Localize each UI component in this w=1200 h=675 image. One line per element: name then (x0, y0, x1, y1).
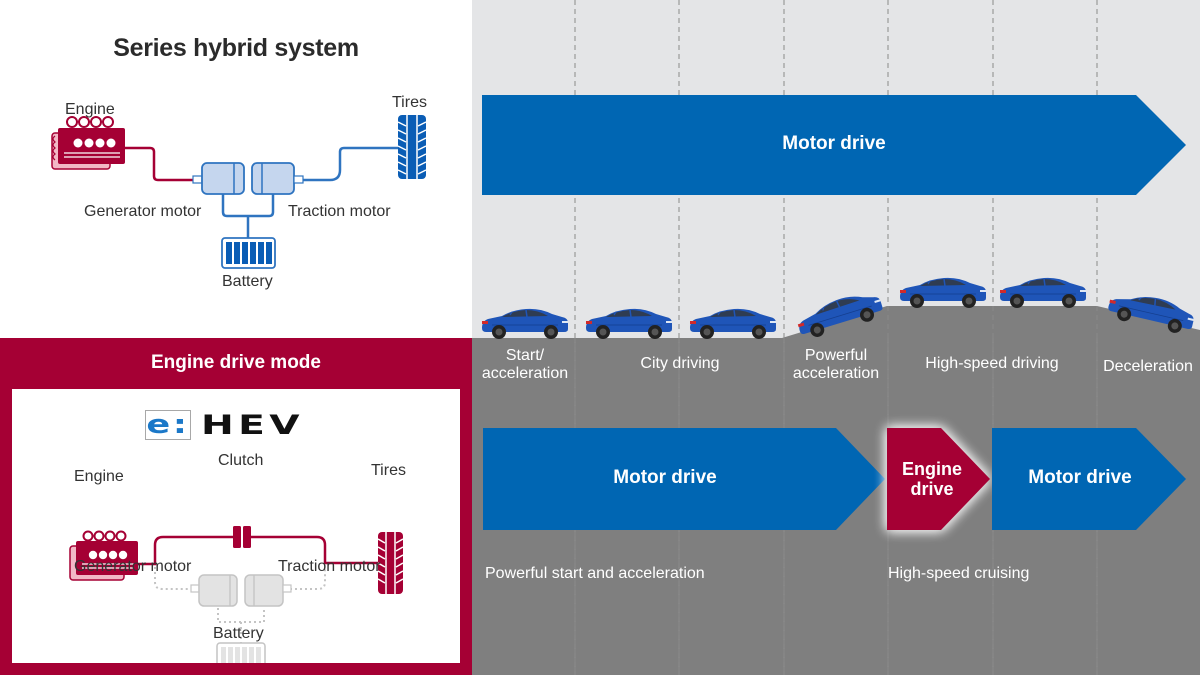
stage-label-line: Powerful (804, 347, 868, 364)
engine-drive-label: Engine drive (883, 459, 981, 499)
engine-drive-label-line: drive (910, 479, 954, 499)
traction-motor-icon (244, 574, 284, 607)
tires-label: Tires (371, 462, 406, 479)
driving-scenes-panel: Motor drive Start/ acceleration City dri… (472, 0, 1200, 675)
engine-label: Engine (65, 101, 115, 118)
stage-label-city-driving: City driving (640, 355, 720, 372)
engine-label: Engine (74, 468, 124, 485)
tire-icon (377, 532, 404, 594)
battery-icon (221, 237, 276, 269)
generator-motor-icon (198, 574, 238, 607)
bottom-motor-drive-label-1: Motor drive (613, 467, 717, 488)
traction-shaft (303, 146, 398, 182)
driving-scenes-graphic (472, 0, 1200, 675)
traction-motor-icon (251, 162, 295, 195)
note-powerful-start: Powerful start and acceleration (485, 565, 705, 582)
traction-motor-label: Traction motor (288, 203, 391, 220)
traction-motor-label: Traction motor (278, 558, 381, 575)
stage-label-line: acceleration (792, 365, 880, 382)
generator-motor-label: Generator motor (84, 203, 202, 220)
series-hybrid-title: Series hybrid system (113, 34, 359, 62)
note-high-speed-cruising: High-speed cruising (888, 565, 1030, 582)
clutch-label: Clutch (218, 452, 264, 469)
ehev-logo-hev: HEV (201, 409, 304, 441)
engine-shaft (125, 146, 193, 182)
series-hybrid-panel: Series hybrid system (0, 0, 472, 338)
stage-label-line: Start/ (505, 347, 545, 364)
ehev-logo-e: e: (146, 410, 190, 440)
generator-motor-label: Generator motor (74, 558, 192, 575)
tires-label: Tires (392, 94, 427, 111)
battery-label: Battery (222, 273, 273, 290)
clutch-icon (233, 526, 251, 548)
series-hybrid-diagram (51, 115, 427, 269)
bottom-motor-drive-arrow-2 (992, 428, 1186, 530)
engine-drive-mode-panel: Engine drive mode e: HEV (0, 338, 472, 675)
stage-label-deceleration: Deceleration (1103, 358, 1193, 375)
battery-label: Battery (213, 625, 264, 642)
engine-drive-label-line: Engine (901, 459, 962, 479)
engine-drive-mode-title: Engine drive mode (151, 352, 321, 373)
stage-label-line: acceleration (481, 365, 569, 382)
bottom-motor-drive-label-2: Motor drive (1028, 467, 1132, 488)
tire-icon (397, 115, 427, 179)
top-motor-drive-label: Motor drive (782, 133, 886, 154)
ehev-logo-e-box: e: (145, 410, 192, 440)
stage-label-start-acceleration: Start/ acceleration (472, 347, 578, 383)
top-motor-drive-arrow (482, 95, 1186, 195)
generator-motor-icon (201, 162, 245, 195)
engine-icon (51, 116, 125, 170)
engine-icon (69, 530, 138, 581)
bottom-motor-drive-arrow-1 (483, 428, 885, 530)
battery-icon (216, 642, 266, 663)
engine-drive-mode-diagram-box: e: HEV (12, 389, 460, 663)
engine-drive-arrow (887, 428, 990, 530)
stage-label-powerful-acceleration: Powerful acceleration (784, 347, 888, 383)
engine-drive-diagram (69, 526, 404, 663)
stage-label-high-speed-driving: High-speed driving (925, 355, 1059, 372)
ehev-logo: e: HEV (145, 410, 300, 440)
